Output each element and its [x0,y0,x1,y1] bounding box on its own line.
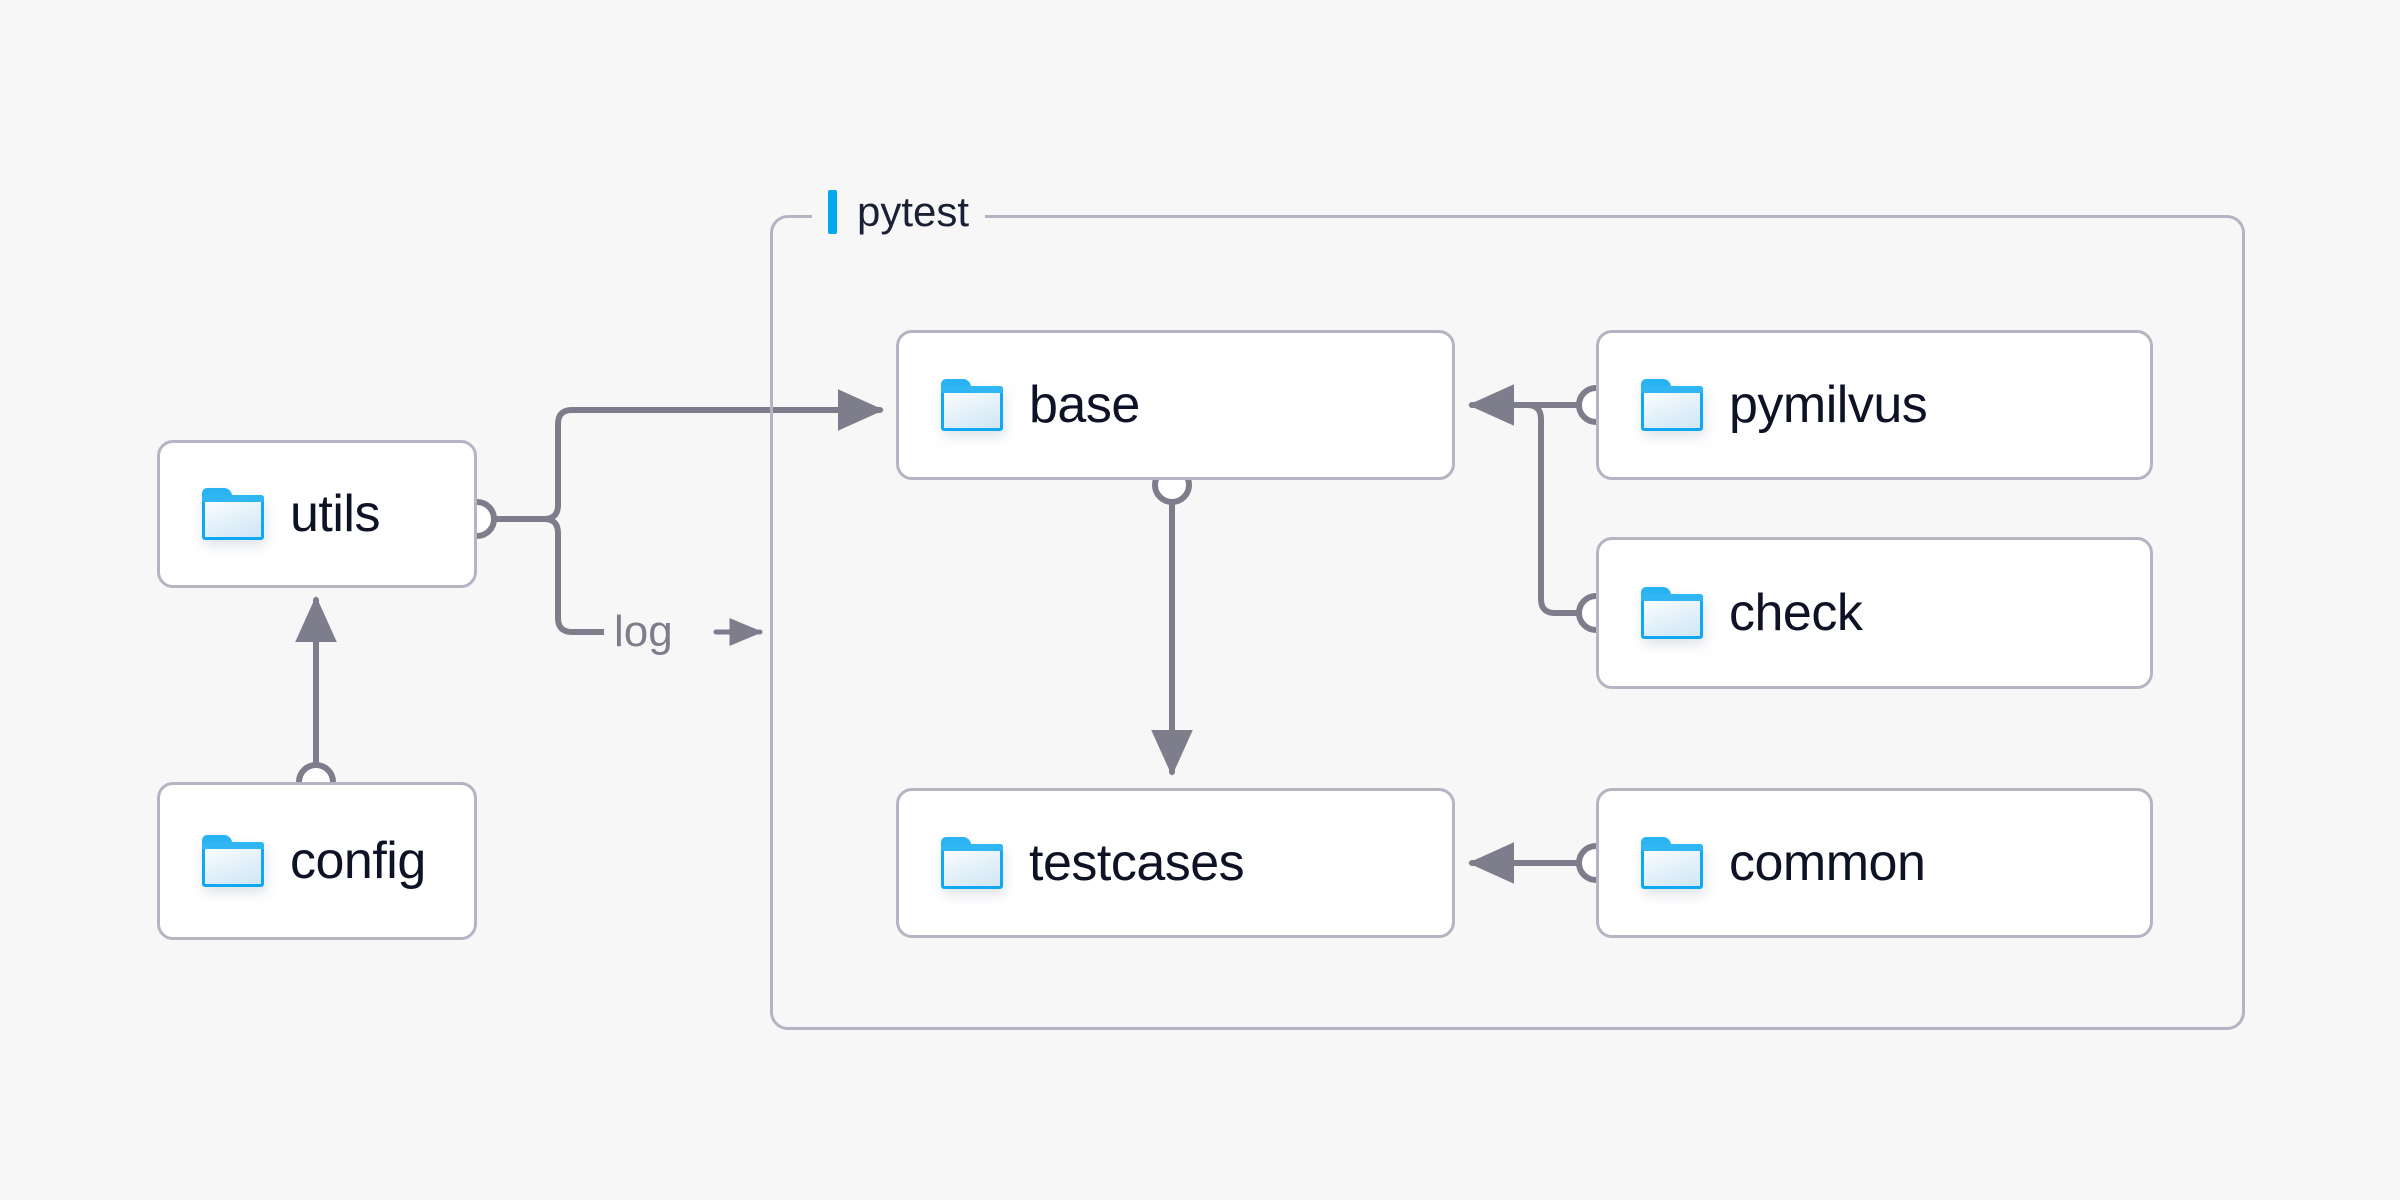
node-label-utils: utils [290,485,380,543]
group-title: pytest [857,188,970,235]
folder-icon [202,488,264,540]
node-label-base: base [1029,376,1140,434]
folder-icon [1641,587,1703,639]
node-check[interactable]: check [1596,537,2153,689]
node-utils[interactable]: utils [157,440,477,588]
folder-icon [941,837,1003,889]
group-header-pytest[interactable]: pytest [812,188,986,235]
folder-icon [202,835,264,887]
group-accent-bar [828,190,837,234]
node-label-common: common [1729,834,1926,892]
edge-utils-to-log [527,516,611,635]
node-pymilvus[interactable]: pymilvus [1596,330,2153,480]
folder-icon [941,379,1003,431]
node-label-pymilvus: pymilvus [1729,376,1928,434]
node-label-check: check [1729,584,1863,642]
node-base[interactable]: base [896,330,1455,480]
node-label-testcases: testcases [1029,834,1245,892]
folder-icon [1641,837,1703,889]
node-common[interactable]: common [1596,788,2153,938]
node-testcases[interactable]: testcases [896,788,1455,938]
group-container-pytest[interactable] [770,215,2245,1030]
edge-label-log: log [604,608,683,656]
node-label-config: config [290,832,426,890]
folder-icon [1641,379,1703,431]
node-config[interactable]: config [157,782,477,940]
edge-check-to-base [1469,402,1581,616]
